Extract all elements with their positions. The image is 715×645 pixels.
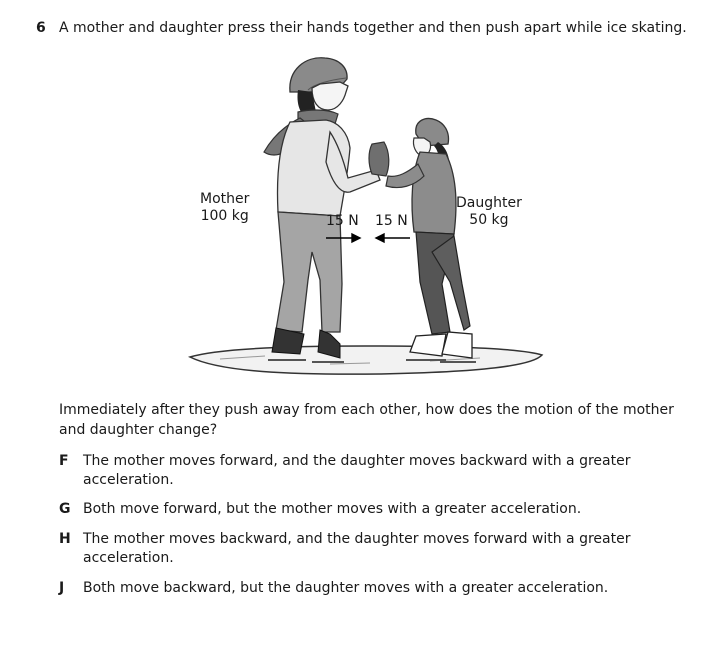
ice-rink — [187, 345, 544, 375]
mother-label: Mother 100 kg — [200, 191, 249, 225]
choice-text: Both move forward, but the mother moves … — [83, 501, 582, 517]
mother-figure — [263, 57, 390, 363]
daughter-label: Daughter 50 kg — [456, 195, 522, 229]
daughter-label-mass: 50 kg — [469, 212, 509, 228]
choice-letter: H — [59, 531, 71, 547]
force-arrow-left — [326, 232, 362, 244]
question-number: 6 — [36, 20, 46, 36]
choice-text: The mother moves forward, and the daught… — [83, 453, 631, 488]
choice-letter: F — [59, 453, 69, 469]
mother-label-name: Mother — [200, 191, 250, 207]
mother-label-mass: 100 kg — [200, 208, 249, 224]
force-label-right: 15 N — [375, 213, 408, 229]
daughter-label-name: Daughter — [456, 195, 522, 211]
skaters-drawing — [187, 57, 544, 375]
force-label-left: 15 N — [326, 213, 359, 229]
choice-letter: J — [59, 580, 65, 596]
force-arrow-right — [374, 232, 410, 244]
choice-text: The mother moves backward, and the daugh… — [83, 531, 631, 566]
daughter-figure — [385, 117, 476, 363]
question-prompt: Immediately after they push away from ea… — [59, 402, 674, 438]
choice-letter: G — [59, 501, 71, 517]
choice-text: Both move backward, but the daughter mov… — [83, 580, 609, 596]
skaters-illustration: Mother 100 kg Daughter 50 kg 15 N 15 N — [180, 52, 550, 384]
question-text: A mother and daughter press their hands … — [59, 20, 687, 36]
